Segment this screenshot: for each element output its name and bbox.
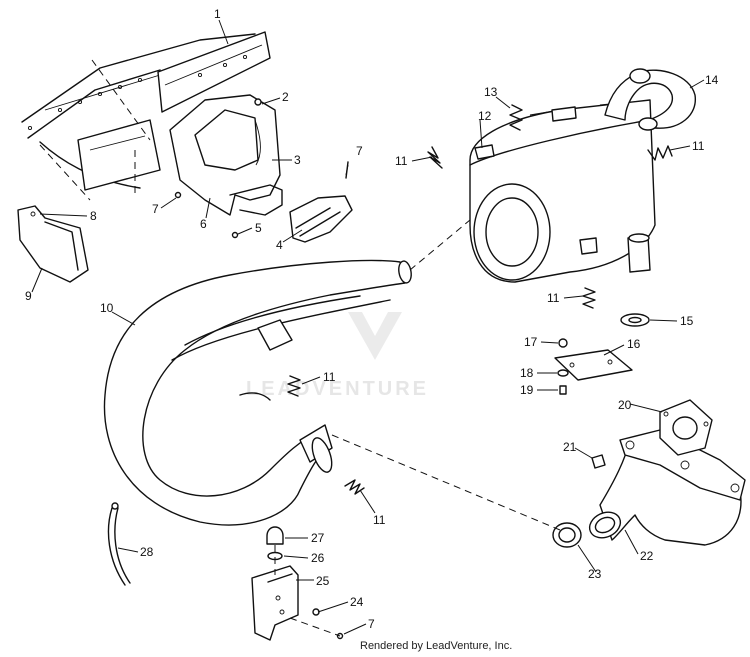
callout-6: 6 [200, 217, 207, 231]
callout-28: 28 [140, 545, 154, 559]
callout-7a: 7 [356, 144, 363, 158]
callout-25: 25 [316, 574, 330, 588]
part-15-grommet [620, 313, 650, 327]
callout-24: 24 [350, 595, 364, 609]
callout-3: 3 [294, 153, 301, 167]
callout-20: 20 [618, 398, 632, 412]
callout-11a: 11 [395, 154, 408, 168]
callout-5: 5 [255, 221, 262, 235]
leader-lines [31, 19, 705, 635]
callout-23: 23 [588, 567, 602, 581]
part-25-support-bracket [251, 565, 299, 641]
render-credit: Rendered by LeadVenture, Inc. [360, 640, 513, 652]
callout-labels: 1 2 3 4 5 6 7 7 7 8 9 10 11 11 11 11 11 … [25, 7, 719, 631]
callout-4: 4 [276, 238, 283, 252]
callout-27: 27 [311, 531, 325, 545]
callout-11b: 11 [692, 139, 705, 153]
assembly-lines [274, 219, 561, 637]
callout-15: 15 [680, 314, 694, 328]
watermark-text: LEADVENTURE [246, 378, 429, 400]
callout-21: 21 [563, 440, 577, 454]
part-4-heat-shield [289, 195, 353, 243]
part-3-bracket [169, 94, 283, 216]
part-16-bracket-plate [554, 349, 633, 381]
callout-18: 18 [520, 366, 534, 380]
callout-1: 1 [214, 7, 221, 21]
part-1-chassis-panel [21, 31, 271, 201]
callout-19: 19 [520, 383, 534, 397]
callout-14: 14 [705, 73, 719, 87]
callout-7c: 7 [368, 617, 375, 631]
callout-8: 8 [90, 209, 97, 223]
part-12-muffler [469, 99, 656, 283]
callout-2: 2 [282, 90, 289, 104]
callout-12: 12 [478, 109, 492, 123]
part-14-tailpipe [604, 68, 696, 131]
part-28-strap [107, 502, 131, 586]
callout-13: 13 [484, 85, 498, 99]
callout-11e: 11 [373, 513, 386, 527]
part-10-expansion-chamber [103, 259, 412, 526]
callout-9: 9 [25, 289, 32, 303]
callout-10: 10 [100, 301, 114, 315]
springs [287, 104, 673, 495]
part-9-side-cover [17, 205, 89, 283]
part-22-manifold [588, 429, 746, 546]
callout-22: 22 [640, 549, 654, 563]
hardware-17-18-19-21 [557, 338, 606, 469]
callout-17: 17 [524, 335, 538, 349]
callout-26: 26 [311, 551, 325, 565]
callout-7b: 7 [152, 202, 159, 216]
callout-11d: 11 [323, 370, 336, 384]
callout-16: 16 [627, 337, 641, 351]
callout-11c: 11 [547, 291, 560, 305]
part-20-gasket [659, 399, 713, 456]
part-26-27-mount [266, 526, 284, 561]
part-23-seal-ring [552, 522, 582, 548]
